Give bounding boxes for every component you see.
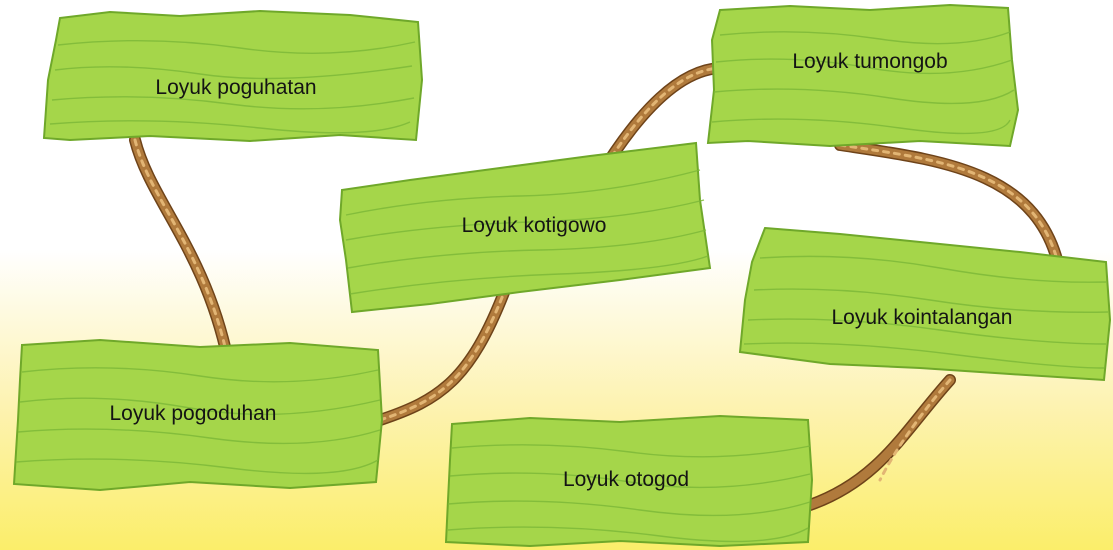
plank-kotigowo (338, 141, 712, 314)
label-poguhatan: Loyuk poguhatan (155, 76, 317, 99)
label-tumongob: Loyuk tumongob (792, 50, 948, 73)
plank-poguhatan (42, 9, 424, 143)
plank-pogoduhan (12, 338, 384, 492)
label-kotigowo: Loyuk kotigowo (461, 214, 607, 237)
rope-pogoduhan-kotigowo (374, 284, 511, 426)
plank-tumongob (706, 3, 1020, 148)
rope-poguhatan-pogoduhan (129, 134, 234, 366)
rope-tumongob-kointalangan (834, 139, 1066, 278)
label-pogoduhan: Loyuk pogoduhan (109, 402, 277, 425)
plank-otogod (444, 414, 814, 548)
label-otogod: Loyuk otogod (562, 468, 690, 491)
plank-kointalangan (738, 226, 1112, 382)
label-kointalangan: Loyuk kointalangan (831, 306, 1013, 329)
rope-kointalangan-otogod (804, 374, 956, 511)
